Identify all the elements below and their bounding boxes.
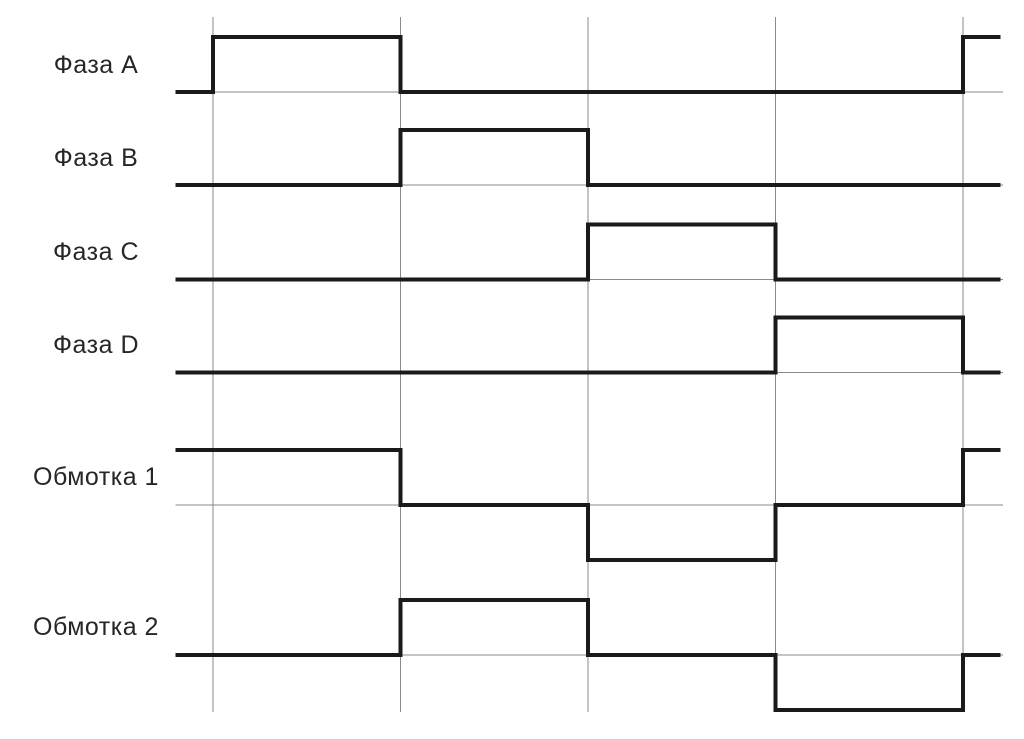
signal-label-phase-a: Фаза A — [53, 51, 139, 79]
waveform-phase-c — [175, 222, 1001, 282]
signal-label-phase-c: Фаза C — [53, 238, 139, 266]
signal-label-winding-1: Обмотка 1 — [33, 463, 159, 491]
waveform-winding-1 — [175, 448, 1001, 562]
waveform-phase-d — [175, 315, 1001, 375]
signal-label-phase-d: Фаза D — [53, 331, 139, 359]
waveform-phase-b — [175, 128, 1001, 187]
signal-label-winding-2: Обмотка 2 — [33, 613, 159, 641]
signal-label-phase-b: Фаза B — [53, 144, 139, 172]
signal-labels-column: Фаза A Фаза B Фаза C Фаза D Обмотка 1 Об… — [0, 0, 192, 739]
waveform-phase-a — [175, 35, 1001, 94]
waveform-winding-2 — [175, 598, 1001, 712]
